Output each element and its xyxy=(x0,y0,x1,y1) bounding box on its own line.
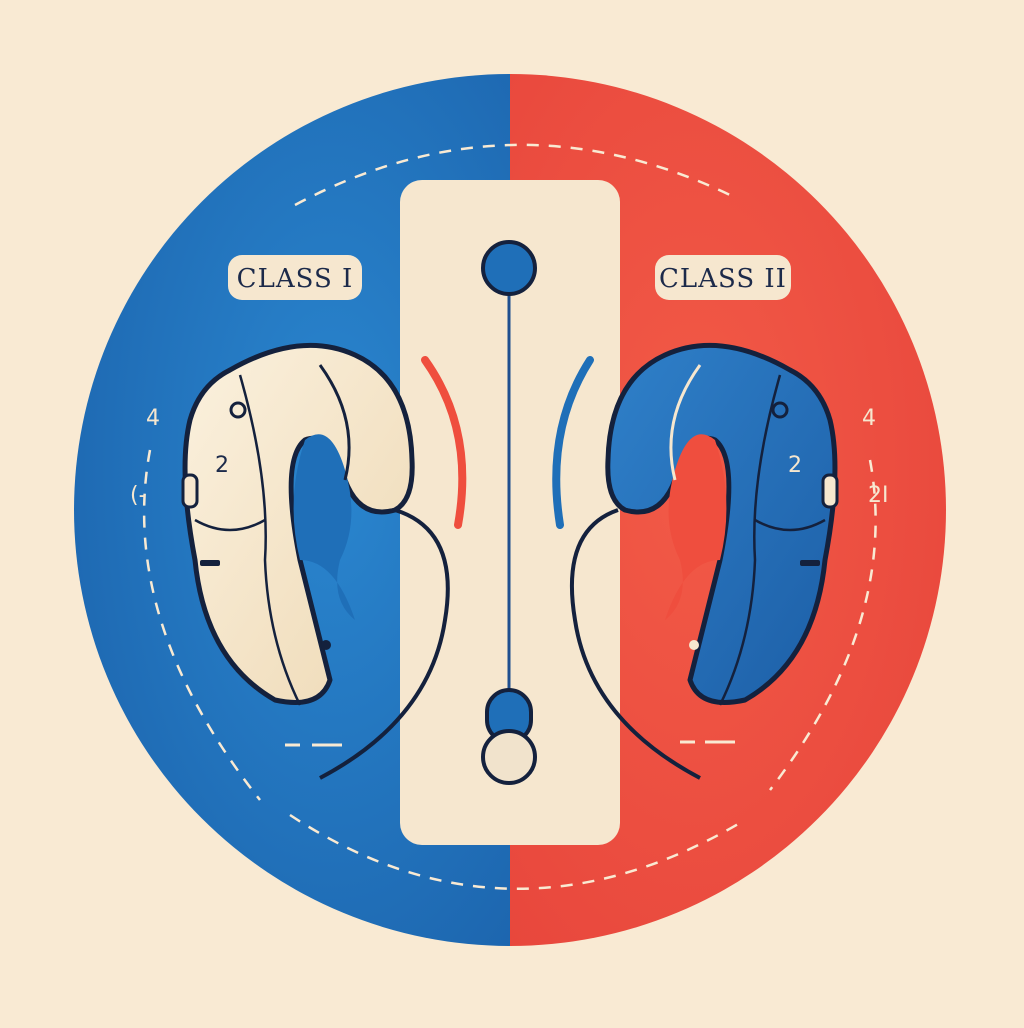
right-wire xyxy=(570,508,701,780)
left-bottom-dot xyxy=(321,640,331,650)
right-side-button xyxy=(821,473,839,509)
left-hook-inner xyxy=(293,434,355,620)
class-i-label: CLASS I xyxy=(237,264,354,294)
left-device-body xyxy=(182,342,415,705)
right-hearing-aid: 2 xyxy=(570,342,839,780)
left-sound-wave xyxy=(421,356,467,529)
connector-top-knob xyxy=(481,240,537,296)
right-device-body xyxy=(605,342,838,705)
dashed-arc-top xyxy=(294,143,731,207)
right-sound-wave xyxy=(552,356,594,529)
class-i-badge: CLASS I xyxy=(228,255,362,300)
right-scale-top: 4 xyxy=(862,406,876,431)
class-ii-badge: CLASS II xyxy=(655,255,791,300)
left-scale-top: 4 xyxy=(146,406,160,431)
dashed-arc-bottom xyxy=(289,813,746,890)
class-ii-label: CLASS II xyxy=(659,264,787,294)
connector-bottom-knob xyxy=(481,729,537,785)
left-device-number: 2 xyxy=(215,453,229,478)
dashed-arc-left xyxy=(142,449,261,801)
left-scale-mid: (- xyxy=(130,483,147,508)
right-bottom-dot xyxy=(689,640,699,650)
right-device-number: 2 xyxy=(788,453,802,478)
right-top-dot xyxy=(771,401,789,419)
dashed-arcs xyxy=(142,143,877,890)
left-hearing-aid: 2 xyxy=(181,342,450,780)
right-scale-mid: 2I xyxy=(868,483,889,508)
left-top-dot xyxy=(229,401,247,419)
center-connector xyxy=(481,240,537,785)
dash-marks xyxy=(285,740,735,747)
left-wire xyxy=(319,508,450,780)
dashed-arc-right xyxy=(769,459,877,791)
right-hook-inner xyxy=(665,434,727,620)
left-side-button xyxy=(181,473,199,509)
